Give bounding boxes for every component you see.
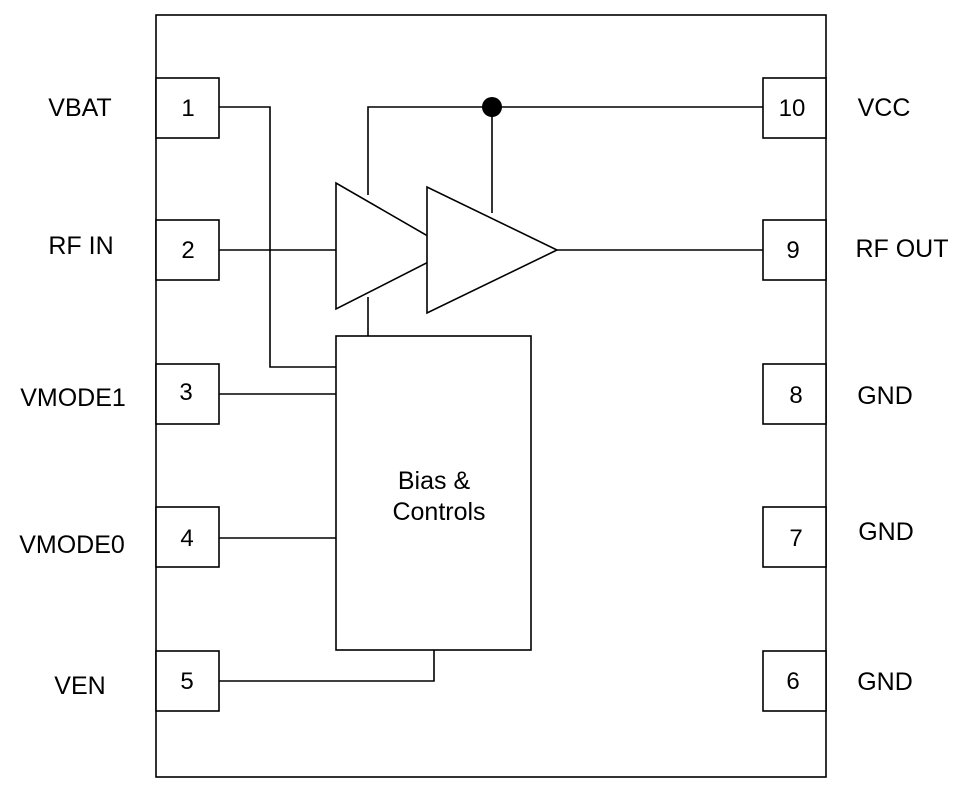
pin-4-number: 4 (180, 525, 193, 552)
pin-6-number: 6 (786, 668, 799, 695)
pin-1 (155, 77, 220, 139)
pin-8-label: GND (857, 382, 913, 410)
pin-2 (155, 219, 220, 281)
pin-3-label: VMODE1 (20, 384, 126, 412)
wire-vcc-stage1 (367, 106, 763, 195)
pin-7 (762, 506, 827, 568)
amplifier-stage-2 (426, 185, 559, 315)
wires (219, 106, 763, 682)
pin-7-label: GND (858, 518, 914, 546)
pin-9-label: RF OUT (855, 235, 948, 263)
pin-8-number: 8 (789, 382, 802, 409)
pin-5-number: 5 (180, 668, 193, 695)
pin-6-label: GND (857, 668, 913, 696)
pin-5 (155, 650, 220, 712)
pin-10 (762, 77, 827, 139)
pin-4-label: VMODE0 (19, 531, 125, 559)
bias-controls-label-line1: Bias & (398, 467, 471, 495)
pin-1-number: 1 (181, 95, 194, 122)
right-pins: 10 VCC 9 RF OUT 8 GND 7 GND 6 GND (762, 77, 949, 712)
amplifier-stage-1 (335, 181, 454, 311)
pin-7-number: 7 (789, 525, 802, 552)
bias-controls-block (335, 335, 532, 651)
pin-8 (762, 363, 827, 425)
pin-5-label: VEN (54, 672, 105, 700)
bias-controls-label-line2: Controls (392, 498, 485, 526)
pin-10-label: VCC (858, 94, 911, 122)
pin-3-number: 3 (179, 379, 192, 406)
pin-9-number: 9 (786, 237, 799, 264)
pin-2-label: RF IN (48, 232, 113, 260)
pin-3 (155, 363, 220, 425)
wire-vbat (219, 106, 336, 368)
pin-6 (762, 650, 827, 712)
pin-9 (762, 219, 827, 281)
junction-dot (482, 97, 502, 117)
pin-4 (155, 506, 220, 568)
left-pins: 1 VBAT 2 RF IN 3 VMODE1 4 VMODE0 5 VEN (19, 77, 220, 712)
wire-ven (219, 650, 435, 682)
pin-1-label: VBAT (48, 94, 111, 122)
pin-2-number: 2 (181, 237, 194, 264)
pin-10-number: 10 (779, 95, 806, 122)
